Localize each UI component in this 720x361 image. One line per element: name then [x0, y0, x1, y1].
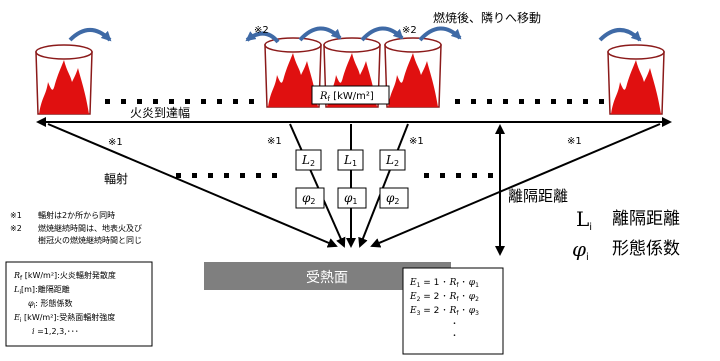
distance-box-center: L1	[337, 149, 364, 171]
burning-drum-center-right	[384, 37, 442, 108]
ray-center-right	[358, 123, 409, 248]
burn-move-label: 燃焼後、隣りへ移動	[433, 10, 541, 25]
equations-box: E1 = 1 ･ Rf ･ φ1 E2 = 2 ･ Rf ･ φ2 E3 = 2…	[402, 267, 504, 355]
radiation-lines	[47, 123, 661, 248]
ray-far-left	[47, 123, 338, 248]
note-mark-1-d: ※1	[567, 136, 582, 147]
svg-text:φ1: φ1	[344, 191, 358, 206]
view-factor-box-left: φ2	[295, 187, 325, 209]
svg-text:φ2: φ2	[386, 191, 400, 206]
barrel-row-dots-left	[105, 99, 254, 104]
move-arrow-forward-2	[360, 26, 404, 42]
note-mark-2-left: ※2	[254, 25, 269, 36]
move-arrow-right	[598, 28, 642, 42]
legend-view-factor-text: 形態係数	[612, 239, 680, 259]
footnote-1-mark: ※1	[10, 211, 22, 220]
symbol-legend: Li 離隔距離 φi 形態係数	[572, 207, 680, 263]
footnotes: ※1 輻射は2か所から同時 ※2 燃焼継続時間は、地表火及び 樹冠火の燃焼継続時…	[10, 210, 142, 245]
ray-center-left	[289, 123, 346, 248]
note-mark-2-right: ※2	[402, 25, 417, 36]
footnote-1-text: 輻射は2か所から同時	[38, 210, 115, 220]
equation-1: E1 = 1 ･ Rf ･ φ1	[409, 278, 479, 289]
svg-text:Rf [kW/m²]: Rf [kW/m²]	[319, 91, 374, 103]
definitions-box: Rf [kW/m²]:火炎輻射発散度 Li[m]:離隔距離 φi: 形態係数 E…	[5, 261, 153, 347]
note-mark-1-b: ※1	[267, 136, 282, 147]
receiver-label: 受熱面	[306, 270, 348, 286]
flame-reach-label: 火炎到達幅	[130, 105, 190, 120]
legend-view-factor-symbol: φi	[572, 237, 589, 263]
distance-box-left: L2	[295, 149, 322, 171]
move-arrow-forward-1	[298, 26, 342, 42]
footnote-2-text-line1: 燃焼継続時間は、地表火及び	[38, 223, 142, 233]
move-arrow-forward-3	[418, 26, 462, 42]
move-arrow-left	[68, 28, 112, 42]
ray-far-right	[370, 123, 661, 248]
svg-text:φi: 形態係数: φi: 形態係数	[28, 298, 73, 310]
move-arrow-back-1	[245, 31, 280, 44]
svg-text:φ2: φ2	[302, 191, 316, 206]
footnote-2-text-line2: 樹冠火の燃焼継続時間と同じ	[38, 235, 142, 245]
svg-text:L2: L2	[385, 153, 399, 168]
svg-text:L2: L2	[301, 153, 315, 168]
equation-3: E3 = 2 ･ Rf ･ φ3	[409, 306, 479, 317]
svg-text:Rf [kW/m²]:火炎輻射発散度: Rf [kW/m²]:火炎輻射発散度	[13, 270, 116, 282]
burning-drum-left	[35, 44, 93, 115]
radiation-label: 輻射	[104, 171, 128, 186]
view-factor-box-right: φ2	[379, 187, 409, 209]
distance-box-right: L2	[379, 149, 406, 171]
legend-distance-text: 離隔距離	[612, 209, 680, 229]
svg-text:L1: L1	[343, 153, 357, 168]
view-factor-box-center: φ1	[337, 187, 367, 209]
radiation-row-dots-right	[424, 173, 493, 178]
distance-label: 離隔距離	[508, 187, 568, 205]
equation-ellipsis-1: ･	[452, 319, 457, 330]
radiant-emittance-box: Rf [kW/m²]	[311, 85, 390, 105]
note-mark-1-a: ※1	[108, 137, 123, 148]
equation-ellipsis-2: ･	[452, 331, 457, 342]
equation-2: E2 = 2 ･ Rf ･ φ2	[409, 292, 479, 303]
svg-text:Ei [kW/m²]:受熱面輻射強度: Ei [kW/m²]:受熱面輻射強度	[13, 312, 115, 324]
fire-move-arrows	[68, 26, 642, 44]
burning-drum-right	[607, 44, 665, 115]
radiation-row-dots-left	[176, 173, 277, 178]
barrel-row-dots-right	[455, 99, 604, 104]
svg-text:Li[m]:離隔距離: Li[m]:離隔距離	[13, 284, 70, 296]
legend-distance-symbol: Li	[576, 207, 592, 233]
footnote-2-mark: ※2	[10, 224, 22, 233]
note-mark-1-c: ※1	[409, 136, 424, 147]
svg-text:i =1,2,3,･･･: i =1,2,3,･･･	[32, 327, 79, 336]
